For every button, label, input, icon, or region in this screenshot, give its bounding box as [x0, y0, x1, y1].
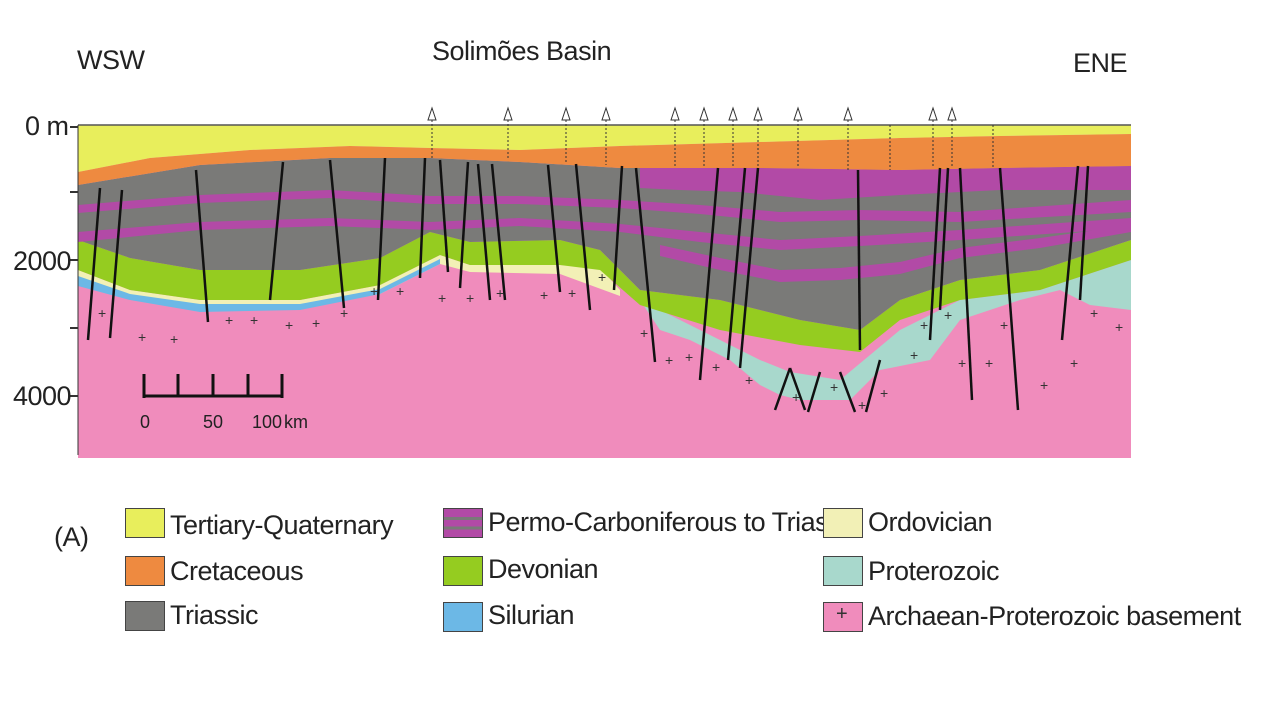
legend-label-silurian: Silurian [488, 600, 575, 630]
cretaceous-layer [78, 134, 1131, 185]
legend-swatch-cretaceous [125, 556, 165, 586]
legend-label-basement: Archaean-Proterozoic basement [868, 601, 1241, 631]
svg-text:+: + [1115, 319, 1123, 335]
legend-swatch-basement: + [823, 602, 863, 632]
legend-label-proterozoic: Proterozoic [868, 556, 1000, 586]
left-direction-label: WSW [77, 45, 145, 75]
svg-text:+: + [665, 352, 673, 368]
svg-text:+: + [250, 312, 258, 328]
panel-label: (A) [54, 522, 89, 552]
svg-text:+: + [792, 389, 800, 405]
svg-text:+: + [138, 329, 146, 345]
legend-basement-symbol: + [836, 603, 848, 625]
geologic-cross-section: +++ +++ +++ +++ +++ +++ +++ +++ +++ +++ … [70, 106, 1131, 458]
svg-text:+: + [340, 305, 348, 321]
svg-text:+: + [396, 283, 404, 299]
svg-text:+: + [438, 290, 446, 306]
svg-text:+: + [1090, 305, 1098, 321]
scale-bar [142, 374, 284, 398]
legend-swatch-devonian [443, 556, 483, 586]
ordovician-layer [78, 255, 620, 309]
triassic-layer [78, 158, 1131, 330]
depth-label-2000: 2000 [13, 246, 72, 276]
legend-swatch-proterozoic [823, 556, 863, 586]
svg-text:+: + [745, 372, 753, 388]
legend-label-devonian: Devonian [488, 554, 599, 584]
legend-label-triassic: Triassic [170, 600, 259, 630]
svg-text:+: + [1000, 317, 1008, 333]
depth-label-4000: 4000 [13, 381, 72, 411]
svg-text:+: + [466, 290, 474, 306]
tertiary-quaternary-layer [78, 125, 1131, 172]
section-title: Solimões Basin [432, 36, 612, 66]
legend-swatch-permo [443, 508, 483, 538]
scale-label-100: 100 [252, 412, 283, 432]
depth-label-0: 0 m [25, 111, 69, 141]
legend-swatch-triassic [125, 601, 165, 631]
svg-text:+: + [225, 312, 233, 328]
scale-label-km: km [284, 412, 308, 432]
svg-text:+: + [540, 287, 548, 303]
svg-text:+: + [496, 285, 504, 301]
devonian-layer [78, 232, 1131, 352]
svg-text:+: + [1070, 355, 1078, 371]
svg-text:+: + [640, 325, 648, 341]
scale-label-50: 50 [203, 412, 224, 432]
svg-text:+: + [312, 315, 320, 331]
scale-label-0: 0 [140, 412, 151, 432]
permo-carboniferous-band-1 [78, 190, 1131, 222]
basement-symbols: +++ +++ +++ +++ +++ +++ +++ +++ +++ +++ … [98, 269, 1123, 413]
svg-text:+: + [98, 305, 106, 321]
svg-text:+: + [598, 269, 606, 285]
legend-swatch-silurian [443, 602, 483, 632]
svg-text:+: + [880, 385, 888, 401]
legend-label-permo: Permo-Carboniferous to Triassic [488, 507, 860, 537]
legend-swatch-tertiary [125, 508, 165, 538]
svg-text:+: + [285, 317, 293, 333]
permo-carboniferous-band-2 [78, 218, 1131, 250]
well-markers [427, 106, 994, 170]
svg-text:+: + [858, 397, 866, 413]
svg-text:+: + [958, 355, 966, 371]
svg-text:+: + [568, 285, 576, 301]
svg-text:+: + [370, 283, 378, 299]
svg-text:+: + [944, 307, 952, 323]
svg-text:+: + [685, 349, 693, 365]
legend-label-cretaceous: Cretaceous [170, 556, 304, 586]
svg-text:+: + [830, 379, 838, 395]
legend-label-ordovician: Ordovician [868, 507, 993, 537]
legend-label-tertiary: Tertiary-Quaternary [170, 510, 394, 540]
svg-text:+: + [1040, 377, 1048, 393]
permo-carboniferous-band-3 [640, 166, 1131, 200]
svg-text:+: + [910, 347, 918, 363]
silurian-layer [78, 259, 440, 312]
permo-carboniferous-band-4 [660, 225, 1131, 282]
legend-swatch-ordovician [823, 508, 863, 538]
right-direction-label: ENE [1073, 48, 1128, 78]
faults [86, 157, 1090, 413]
svg-text:+: + [985, 355, 993, 371]
svg-text:+: + [920, 317, 928, 333]
svg-text:+: + [712, 359, 720, 375]
svg-text:+: + [170, 331, 178, 347]
